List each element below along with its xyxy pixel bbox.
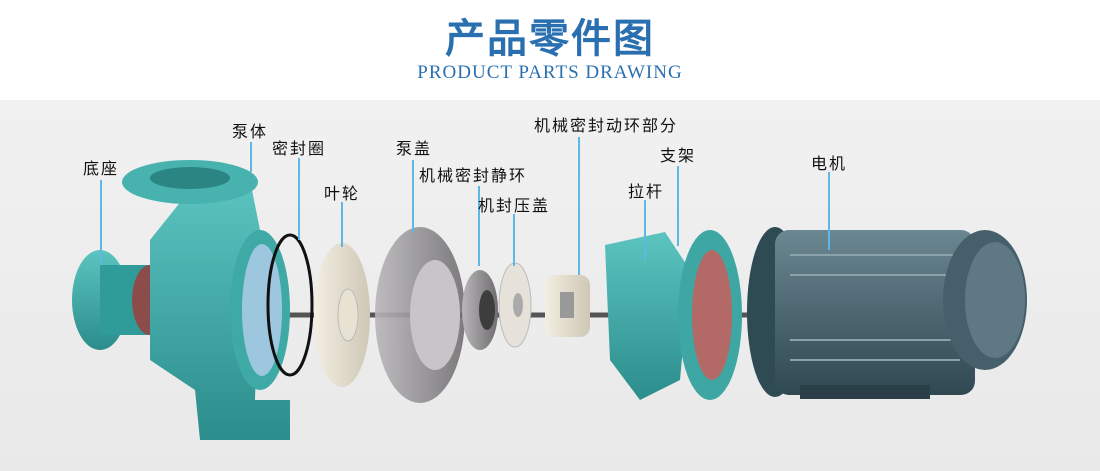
leader-line-bracket xyxy=(677,166,679,246)
label-base: 底座 xyxy=(83,159,120,178)
part-seal-ring xyxy=(266,233,314,377)
part-pump-cover xyxy=(375,227,465,403)
leader-line-motor xyxy=(828,172,830,250)
leader-line-pump-cover xyxy=(412,160,414,232)
label-pump-cover: 泵盖 xyxy=(396,139,433,158)
label-motor: 电机 xyxy=(811,154,848,173)
label-mech-seal-dynamic: 机械密封动环部分 xyxy=(534,116,679,135)
label-mech-seal-static: 机械密封静环 xyxy=(419,166,528,185)
leader-line-seal-ring xyxy=(298,158,300,240)
page-subtitle: PRODUCT PARTS DRAWING xyxy=(417,62,683,83)
page-title: 产品零件图 xyxy=(445,16,655,62)
leader-line-mech-seal-static xyxy=(478,186,480,266)
leader-line-mech-seal-dynamic xyxy=(578,137,580,275)
leader-line-seal-gland xyxy=(513,214,515,266)
part-motor xyxy=(747,227,1027,399)
header: 产品零件图 PRODUCT PARTS DRAWING xyxy=(0,0,1100,100)
label-seal-gland: 机封压盖 xyxy=(478,196,551,215)
leader-line-base xyxy=(100,180,102,265)
label-bracket: 支架 xyxy=(660,146,697,165)
leader-line-pump-body xyxy=(250,142,252,172)
part-seal-gland xyxy=(498,262,532,348)
label-tie-rod: 拉杆 xyxy=(628,182,665,201)
part-mech-seal-dynamic xyxy=(545,275,590,337)
label-seal-ring: 密封圈 xyxy=(272,139,327,158)
label-impeller: 叶轮 xyxy=(324,184,361,203)
leader-line-tie-rod xyxy=(644,200,646,260)
leader-line-impeller xyxy=(341,202,343,247)
label-pump-body: 泵体 xyxy=(232,122,269,141)
part-bracket xyxy=(605,230,742,400)
part-mech-seal-static xyxy=(462,270,498,350)
part-impeller xyxy=(314,243,370,387)
